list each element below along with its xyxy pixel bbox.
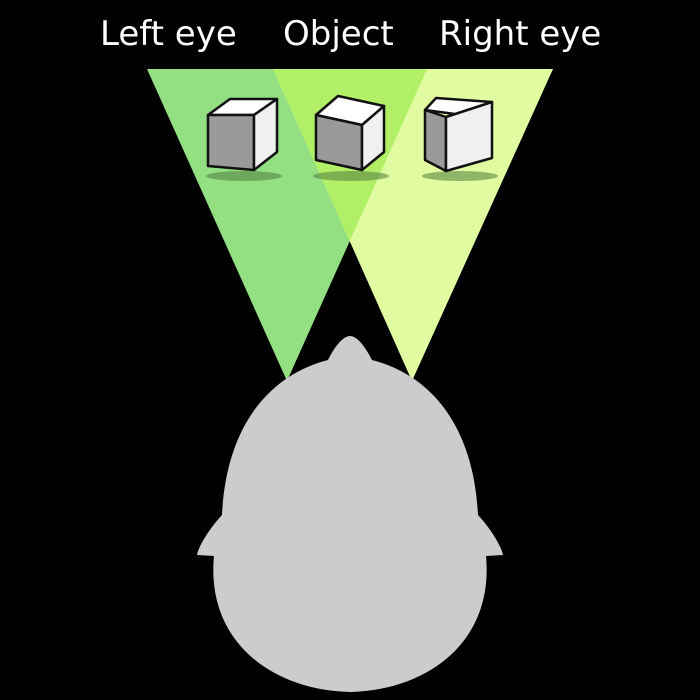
cube-shadow-center <box>313 171 389 181</box>
cube-shadow-left <box>206 171 282 181</box>
cube-icon <box>206 97 279 172</box>
label-object: Object <box>283 14 394 54</box>
cube-shadow-right <box>422 171 498 181</box>
cube-icon <box>423 96 494 173</box>
head-silhouette <box>197 336 503 692</box>
label-left-eye: Left eye <box>100 14 237 54</box>
cube-icon <box>314 94 386 172</box>
label-right-eye: Right eye <box>439 14 602 54</box>
